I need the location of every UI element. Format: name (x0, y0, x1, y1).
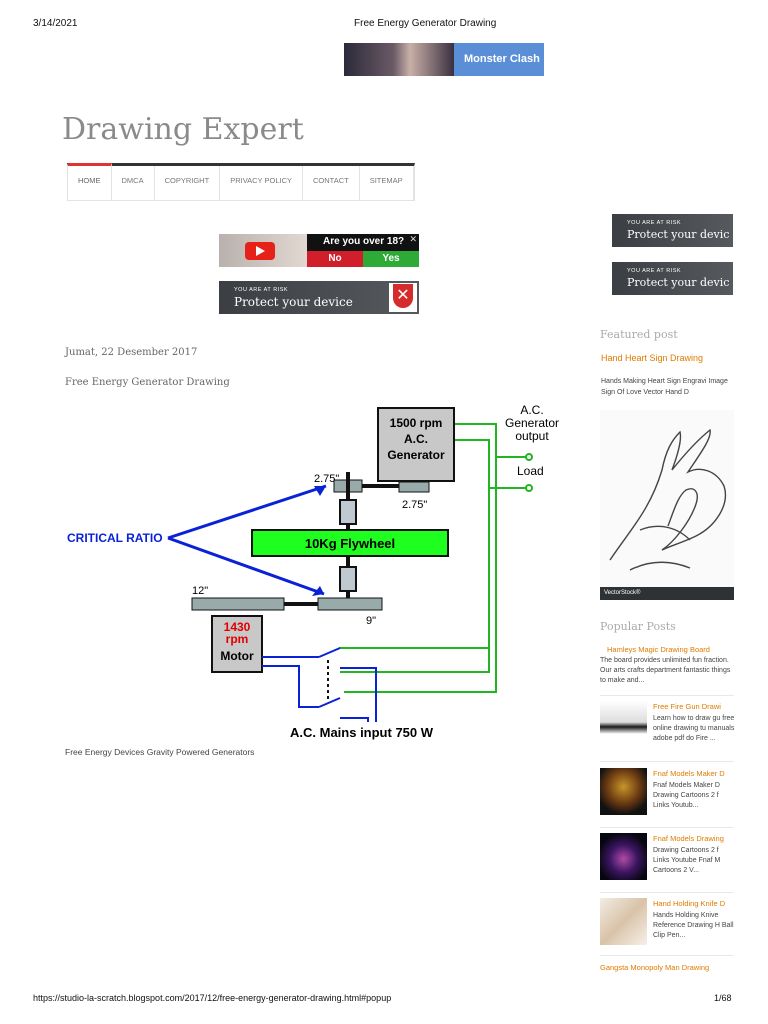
sidebar-ad-2-small: YOU ARE AT RISK (627, 268, 682, 274)
motor-box (211, 615, 263, 673)
pulley-top-right (398, 481, 430, 493)
coupling-top (339, 499, 357, 525)
vectorstock-badge: VectorStock® (600, 587, 734, 600)
motor-rpm-unit: rpm (226, 632, 249, 646)
shield-x-icon (389, 283, 417, 312)
mains-label: A.C. Mains input 750 W (290, 725, 434, 740)
popular-thumb-2[interactable] (600, 768, 647, 815)
print-page-number: 1/68 (714, 993, 732, 1003)
top-ad-label: Monster Clash (464, 53, 540, 65)
popular-thumb-4[interactable] (600, 898, 647, 945)
sidebar-ad-2[interactable]: YOU ARE AT RISK Protect your devic (612, 262, 733, 295)
top-ad-banner[interactable]: Monster Clash (344, 43, 544, 76)
age-no-button[interactable]: No (307, 251, 363, 267)
popular-link-3[interactable]: Fnaf Models Drawing (653, 834, 724, 843)
output-generator: Generator (505, 416, 559, 430)
popular-text-4: Hands Holding Knive Reference Drawing H … (653, 912, 734, 939)
nav-home[interactable]: HOME (68, 163, 112, 200)
popular-link-4[interactable]: Hand Holding Knife D (653, 899, 726, 908)
heart-hands-icon (609, 428, 726, 571)
age-ad-banner[interactable]: Are you over 18? No Yes ✕ (219, 234, 419, 267)
popular-text-1: Learn how to draw gu free online drawing… (653, 715, 735, 742)
nav-dmca[interactable]: DMCA (112, 166, 155, 200)
featured-heading: Featured post (600, 328, 678, 341)
sidebar-ad-2-big: Protect your devic (627, 276, 730, 289)
protect-ad-big: Protect your device (234, 295, 353, 309)
critical-ratio-lines (167, 484, 327, 596)
print-url: https://studio-la-scratch.blogspot.com/2… (33, 993, 392, 1003)
protect-ad-small: YOU ARE AT RISK (234, 287, 289, 293)
flywheel-box (251, 529, 449, 557)
sidebar-ad-1-big: Protect your devic (627, 228, 730, 241)
generator-box (377, 407, 455, 482)
output-ac: A.C. (520, 403, 543, 417)
featured-post-text: Hands Making Heart Sign Engravi Image Si… (601, 378, 728, 396)
divider (600, 955, 734, 956)
popular-link-1[interactable]: Free Fire Gun Drawi (653, 702, 721, 711)
motor-rpm-value: 1430 (224, 620, 251, 634)
pulley-small-size: 9" (366, 615, 376, 627)
divider (600, 827, 734, 828)
sidebar-ad-1[interactable]: YOU ARE AT RISK Protect your devic (612, 214, 733, 247)
popular-thumb-1[interactable] (600, 701, 647, 748)
sidebar-ad-1-small: YOU ARE AT RISK (627, 220, 682, 226)
post-date: Jumat, 22 Desember 2017 (65, 347, 198, 358)
popular-first-link[interactable]: Hamleys Magic Drawing Board (607, 645, 710, 654)
coupling-bottom (339, 566, 357, 592)
featured-post-link[interactable]: Hand Heart Sign Drawing (601, 353, 704, 363)
print-date: 3/14/2021 (33, 18, 78, 29)
nav-copyright[interactable]: COPYRIGHT (155, 166, 221, 200)
popular-last-link[interactable]: Gangsta Monopoly Man Drawing (600, 963, 710, 972)
pulley-top-right-size: 2.75" (402, 499, 427, 511)
print-title: Free Energy Generator Drawing (354, 18, 497, 29)
pulley-big (191, 597, 285, 611)
generator-diagram: 1500 rpm A.C. Generator A.C. Generator o… (67, 403, 559, 740)
flywheel-label: 10Kg Flywheel (305, 536, 395, 551)
nav-privacy-policy[interactable]: PRIVACY POLICY (220, 166, 304, 200)
popular-first-text: The board provides unlimited fun fractio… (600, 657, 731, 684)
ad-anime-image (344, 43, 454, 76)
protect-ad-banner[interactable]: YOU ARE AT RISK Protect your device (219, 281, 419, 314)
popular-text-2: Fnaf Models Maker D Drawing Cartoons 2 f… (653, 782, 720, 809)
divider (600, 695, 734, 696)
youtube-play-icon (245, 242, 275, 260)
generator-rpm: 1500 rpm (390, 416, 443, 430)
blue-wires (262, 647, 377, 722)
generator-label: Generator (387, 448, 445, 462)
pulley-big-size: 12" (192, 585, 208, 597)
load-label: Load (517, 464, 544, 478)
green-wires (339, 423, 533, 693)
main-nav: HOME DMCA COPYRIGHT PRIVACY POLICY CONTA… (67, 163, 415, 201)
generator-ac: A.C. (404, 432, 428, 446)
age-question: Are you over 18? (323, 236, 405, 247)
pulley-top-left-size: 2.75" (314, 473, 339, 485)
motor-label: Motor (220, 649, 254, 663)
popular-link-2[interactable]: Fnaf Models Maker D (653, 769, 725, 778)
critical-ratio-label: CRITICAL RATIO (67, 531, 163, 545)
ad-close-icon[interactable]: ✕ (409, 234, 417, 244)
featured-post-image[interactable]: VectorStock® (600, 410, 734, 600)
nav-sitemap[interactable]: SITEMAP (360, 166, 414, 200)
divider (600, 892, 734, 893)
pulley-small (317, 597, 383, 611)
popular-heading: Popular Posts (600, 620, 676, 633)
output-output: output (515, 429, 549, 443)
age-yes-button[interactable]: Yes (363, 251, 419, 267)
popular-thumb-3[interactable] (600, 833, 647, 880)
nav-contact[interactable]: CONTACT (303, 166, 360, 200)
popular-text-3: Drawing Cartoons 2 f Links Youtube Fnaf … (653, 847, 721, 874)
divider (600, 761, 734, 762)
site-title[interactable]: Drawing Expert (62, 112, 304, 147)
post-title[interactable]: Free Energy Generator Drawing (65, 377, 230, 388)
post-caption: Free Energy Devices Gravity Powered Gene… (65, 747, 255, 757)
